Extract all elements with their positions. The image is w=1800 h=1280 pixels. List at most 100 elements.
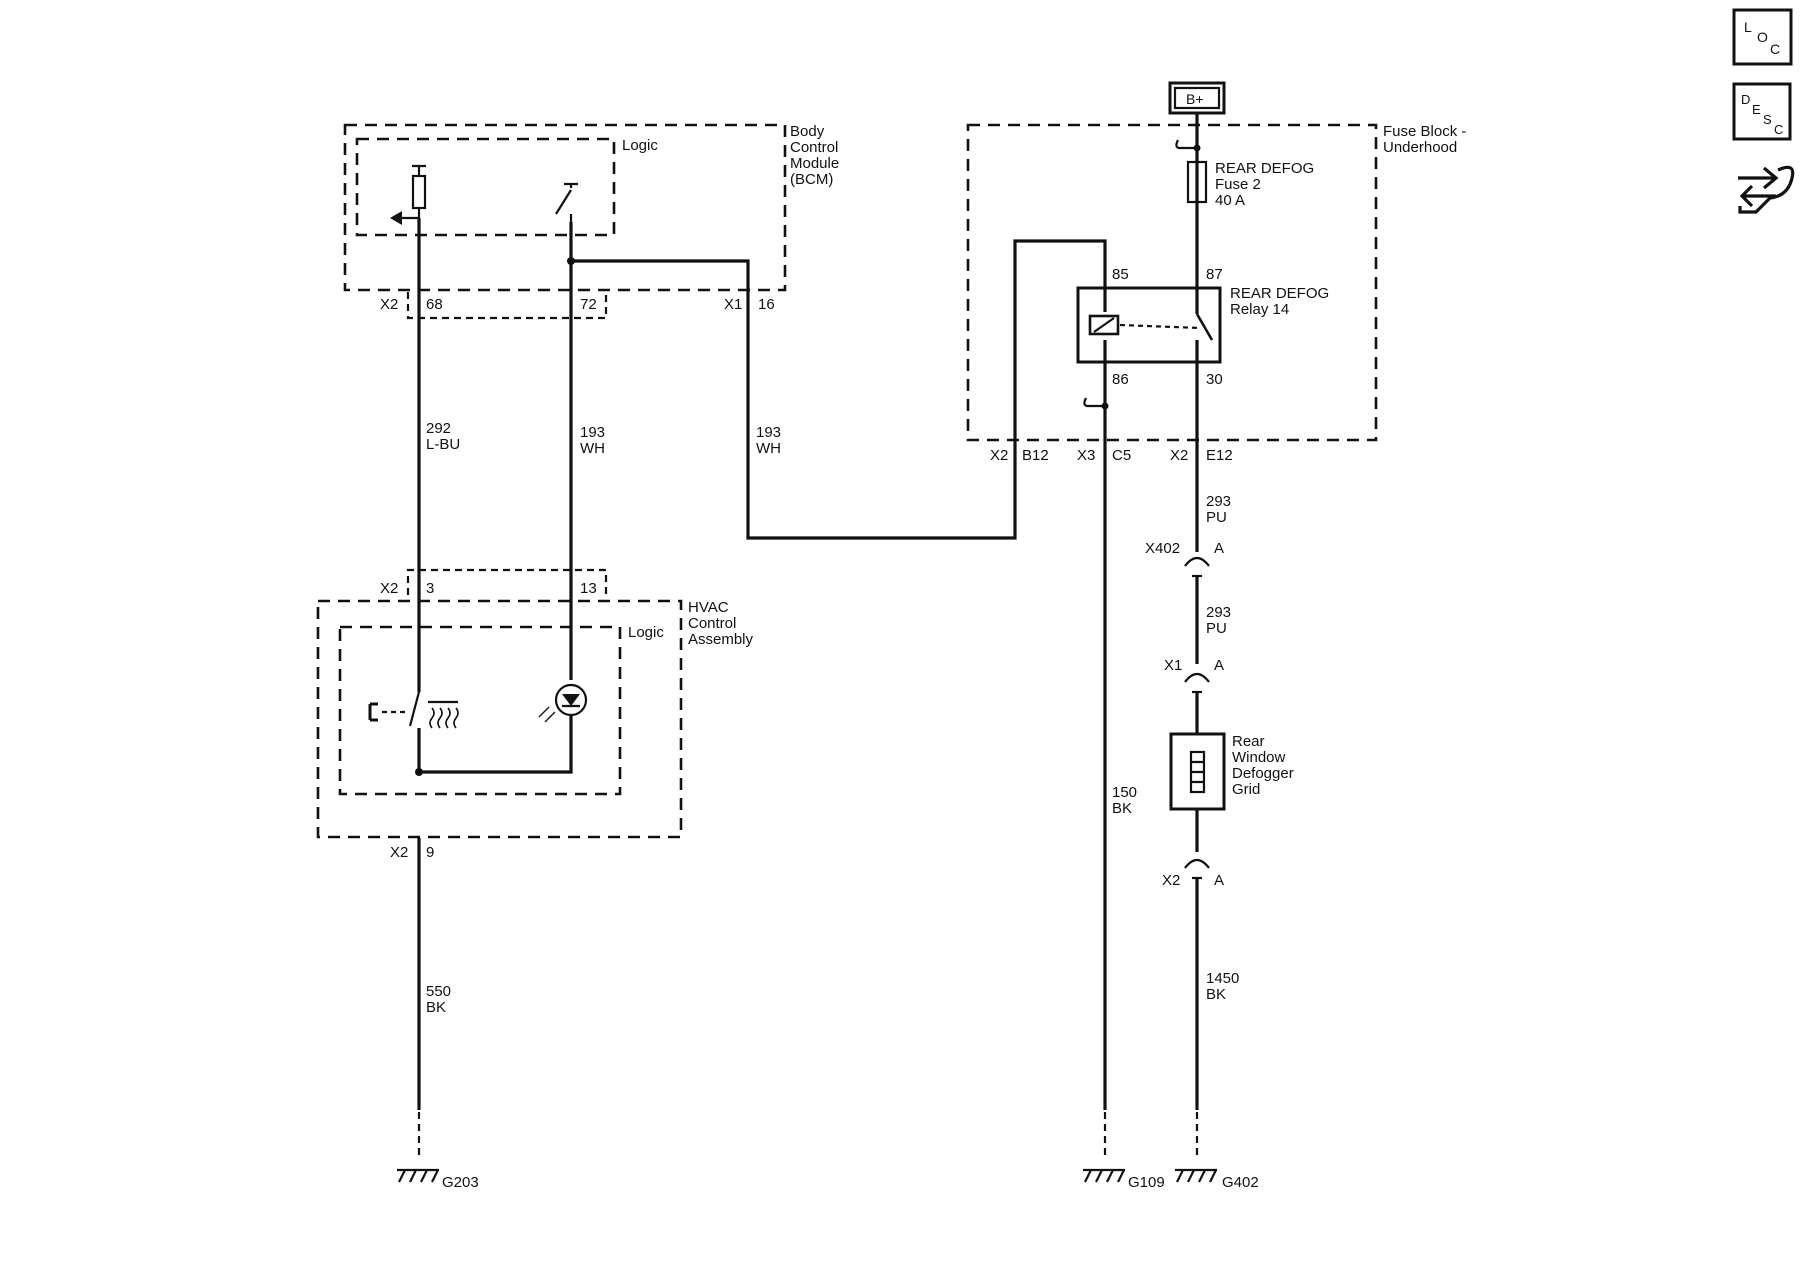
desc-letter-e: E (1752, 102, 1761, 117)
hvac-logic-boundary (338, 625, 622, 796)
wire-1450-color: BK (1206, 986, 1226, 1003)
ground-g402-label: G402 (1222, 1174, 1259, 1191)
hvac-x2-bot-label: X2 (390, 844, 408, 861)
bcm-logic-label: Logic (622, 137, 658, 154)
x402-inline-connector (1184, 556, 1210, 578)
hvac-label-2: Control (688, 615, 736, 632)
fb-pin-c5: C5 (1112, 447, 1131, 464)
loc-letter-o: O (1757, 29, 1768, 45)
desc-letter-s: S (1763, 112, 1772, 127)
bcm-x1-label: X1 (724, 296, 742, 313)
x2-label: X2 (1162, 872, 1180, 889)
bcm-logic-boundary (355, 137, 616, 237)
bcm-pin-16: 16 (758, 296, 775, 313)
loc-letter-c: C (1770, 41, 1780, 57)
rear-defog-relay (1076, 286, 1222, 364)
fuse-block-label-1: Fuse Block - (1383, 123, 1466, 140)
loc-button[interactable]: L O C (1732, 8, 1793, 66)
bcm-x2-label: X2 (380, 296, 398, 313)
fb-pin-e12: E12 (1206, 447, 1233, 464)
x402-pin-a: A (1214, 540, 1224, 557)
hvac-boundary (316, 599, 683, 839)
x2-inline-connector (1184, 858, 1210, 880)
wire-293a-num: 293 (1206, 493, 1231, 510)
bcm-label-1: Body (790, 123, 825, 140)
wire-193b-color: WH (756, 440, 781, 457)
fb-x2-label: X2 (990, 447, 1008, 464)
relay-pin-87: 87 (1206, 266, 1223, 283)
wire-550-num: 550 (426, 983, 451, 1000)
wire-150-color: BK (1112, 800, 1132, 817)
fuse-label-2: Fuse 2 (1215, 176, 1261, 193)
hvac-label-3: Assembly (688, 631, 754, 648)
relay-pin-30: 30 (1206, 371, 1223, 388)
x1-label: X1 (1164, 657, 1182, 674)
wire-292-num: 292 (426, 420, 451, 437)
bcm-label-4: (BCM) (790, 171, 833, 188)
rear-window-defogger-grid (1169, 732, 1226, 811)
x2-pin-a: A (1214, 872, 1224, 889)
hvac-pin-13: 13 (580, 580, 597, 597)
bcm-label-2: Control (790, 139, 838, 156)
grid-label-1: Rear (1232, 733, 1265, 750)
desc-letter-d: D (1741, 92, 1750, 107)
desc-button[interactable]: D E S C (1732, 82, 1792, 141)
desc-letter-c: C (1774, 122, 1783, 137)
wire-550-color: BK (426, 999, 446, 1016)
hvac-internal-return (419, 716, 573, 774)
diagnostic-tool-icon[interactable] (1738, 165, 1795, 214)
hvac-pin-3: 3 (426, 580, 434, 597)
bcm-output-switch (555, 182, 578, 222)
wire-293a-color: PU (1206, 509, 1227, 526)
grid-label-4: Grid (1232, 781, 1260, 798)
bcm-x2-connector (406, 292, 608, 320)
hvac-x2-connector (406, 568, 608, 595)
hvac-logic-label: Logic (628, 624, 664, 641)
wire-293b-num: 293 (1206, 604, 1231, 621)
wire-193a-color: WH (580, 440, 605, 457)
rear-defog-fuse (1186, 160, 1208, 204)
grid-label-2: Window (1232, 749, 1286, 766)
x1-inline-connector (1184, 672, 1210, 694)
ground-g109-label: G109 (1128, 1174, 1165, 1191)
wire-293b-color: PU (1206, 620, 1227, 637)
relay-coil (1088, 288, 1120, 362)
rear-defog-switch (368, 691, 421, 727)
bcm-pin-68: 68 (426, 296, 443, 313)
bcm-input-arrow (390, 211, 419, 225)
relay-contact (1119, 288, 1214, 362)
bcm-boundary (343, 123, 787, 292)
fuse-block-boundary (966, 123, 1378, 442)
x1-pin-a: A (1214, 657, 1224, 674)
bcm-pullup-resistor (411, 164, 427, 218)
b-plus-label: B+ (1186, 91, 1204, 107)
fb-pin-b12: B12 (1022, 447, 1049, 464)
fb-x3-label: X3 (1077, 447, 1095, 464)
hvac-x2-top-label: X2 (380, 580, 398, 597)
wire-193a-num: 193 (580, 424, 605, 441)
bcm-label-3: Module (790, 155, 839, 172)
fuse-label-1: REAR DEFOG (1215, 160, 1314, 177)
wire-150-num: 150 (1112, 784, 1137, 801)
relay-pin-86: 86 (1112, 371, 1129, 388)
hvac-pin-9: 9 (426, 844, 434, 861)
grid-label-3: Defogger (1232, 765, 1294, 782)
ground-g109-icon (1083, 1168, 1125, 1183)
loc-letter-l: L (1744, 19, 1752, 35)
splice-193 (567, 257, 575, 265)
ground-g203-label: G203 (442, 1174, 479, 1191)
ground-g402-icon (1175, 1168, 1217, 1183)
fuse-label-3: 40 A (1215, 192, 1245, 209)
wire-193-wh-relay (571, 239, 1107, 540)
fb-x2b-label: X2 (1170, 447, 1188, 464)
hvac-label-1: HVAC (688, 599, 729, 616)
wire-193b-num: 193 (756, 424, 781, 441)
ground-g203-icon (397, 1168, 439, 1183)
relay-pin-85: 85 (1112, 266, 1129, 283)
x402-label: X402 (1145, 540, 1180, 557)
rear-defrost-icon (428, 700, 459, 729)
indicator-led-icon (538, 683, 588, 723)
wire-292-color: L-BU (426, 436, 460, 453)
splice-hvac (415, 768, 423, 776)
